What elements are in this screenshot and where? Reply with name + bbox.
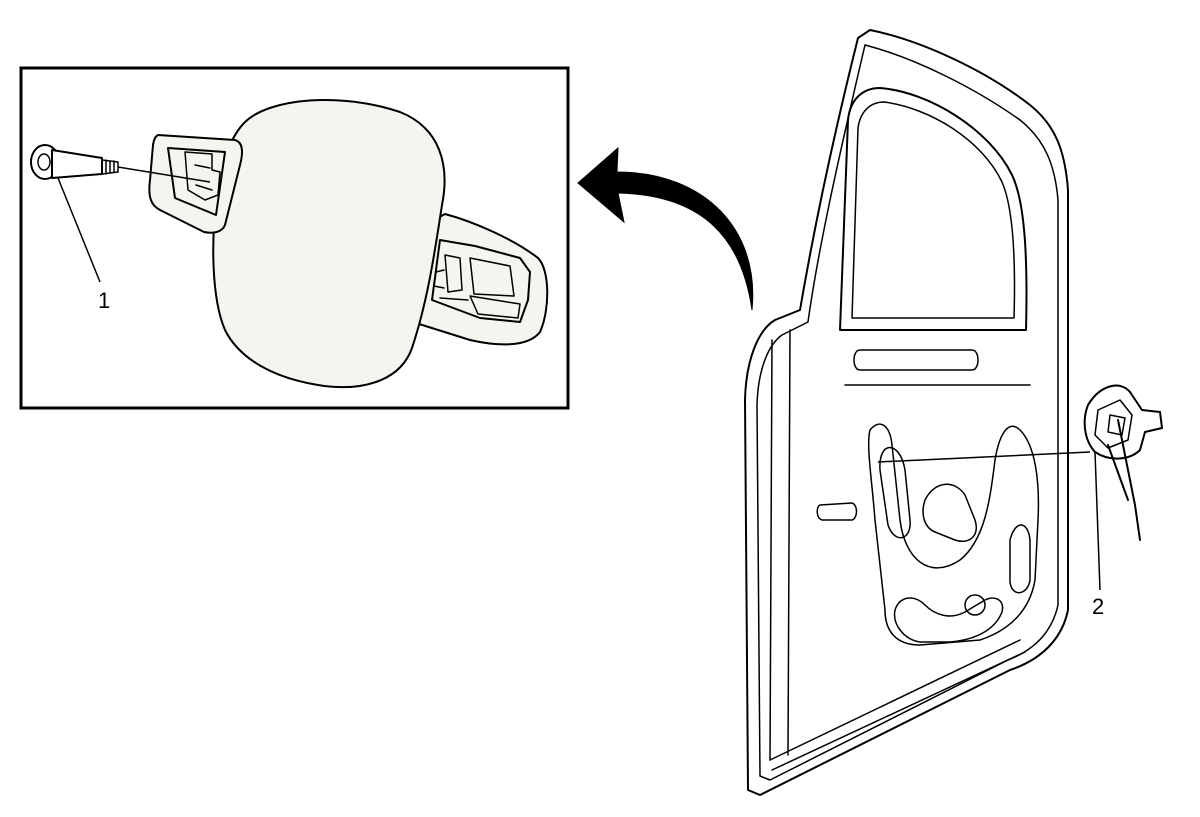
door-upper-slot	[853, 349, 979, 371]
handle-front-clip	[184, 151, 221, 201]
detail-arrow	[577, 146, 754, 311]
door-inner-cutout-left	[879, 446, 911, 539]
window-opening	[851, 101, 1016, 319]
handle-rear-mechanism	[433, 254, 521, 319]
door-inner-cutout-lower	[893, 597, 1004, 643]
door-outer-shell	[744, 29, 1069, 796]
door-hinge-clip	[816, 502, 858, 521]
door-pillar-line-2	[787, 329, 791, 756]
door-inner-cutout-mid	[922, 483, 977, 542]
door-inner-cutout-right	[1009, 524, 1031, 594]
handle-rear-cavity	[431, 239, 531, 323]
detail-inset: 1	[19, 66, 570, 410]
callout-2-leader	[1094, 451, 1101, 591]
door-drain-hole	[964, 594, 986, 616]
handle-pad	[212, 99, 446, 389]
door-sill-line-2	[771, 651, 1026, 771]
door-pillar-line-1	[769, 339, 773, 761]
door-handle-mechanism	[1083, 384, 1163, 591]
door-inner-cutout-large	[867, 423, 1040, 646]
handle-mechanism-rod-2	[1107, 444, 1129, 501]
callout-1-leader	[57, 177, 101, 283]
handle-mechanism-rod	[1117, 419, 1141, 541]
handle-front-cavity	[167, 147, 226, 216]
door-sill-line-1	[769, 639, 1021, 761]
callout-1-label: 1	[98, 288, 110, 313]
handle-install-line	[877, 451, 1091, 463]
handle-bezel-front	[148, 134, 244, 234]
bolt	[30, 144, 211, 283]
callout-2-label: 2	[1092, 594, 1104, 619]
handle-mechanism-body	[1083, 384, 1163, 460]
bolt-install-line	[117, 166, 211, 183]
window-frame	[839, 87, 1028, 331]
door-assembly: 2	[744, 29, 1163, 796]
